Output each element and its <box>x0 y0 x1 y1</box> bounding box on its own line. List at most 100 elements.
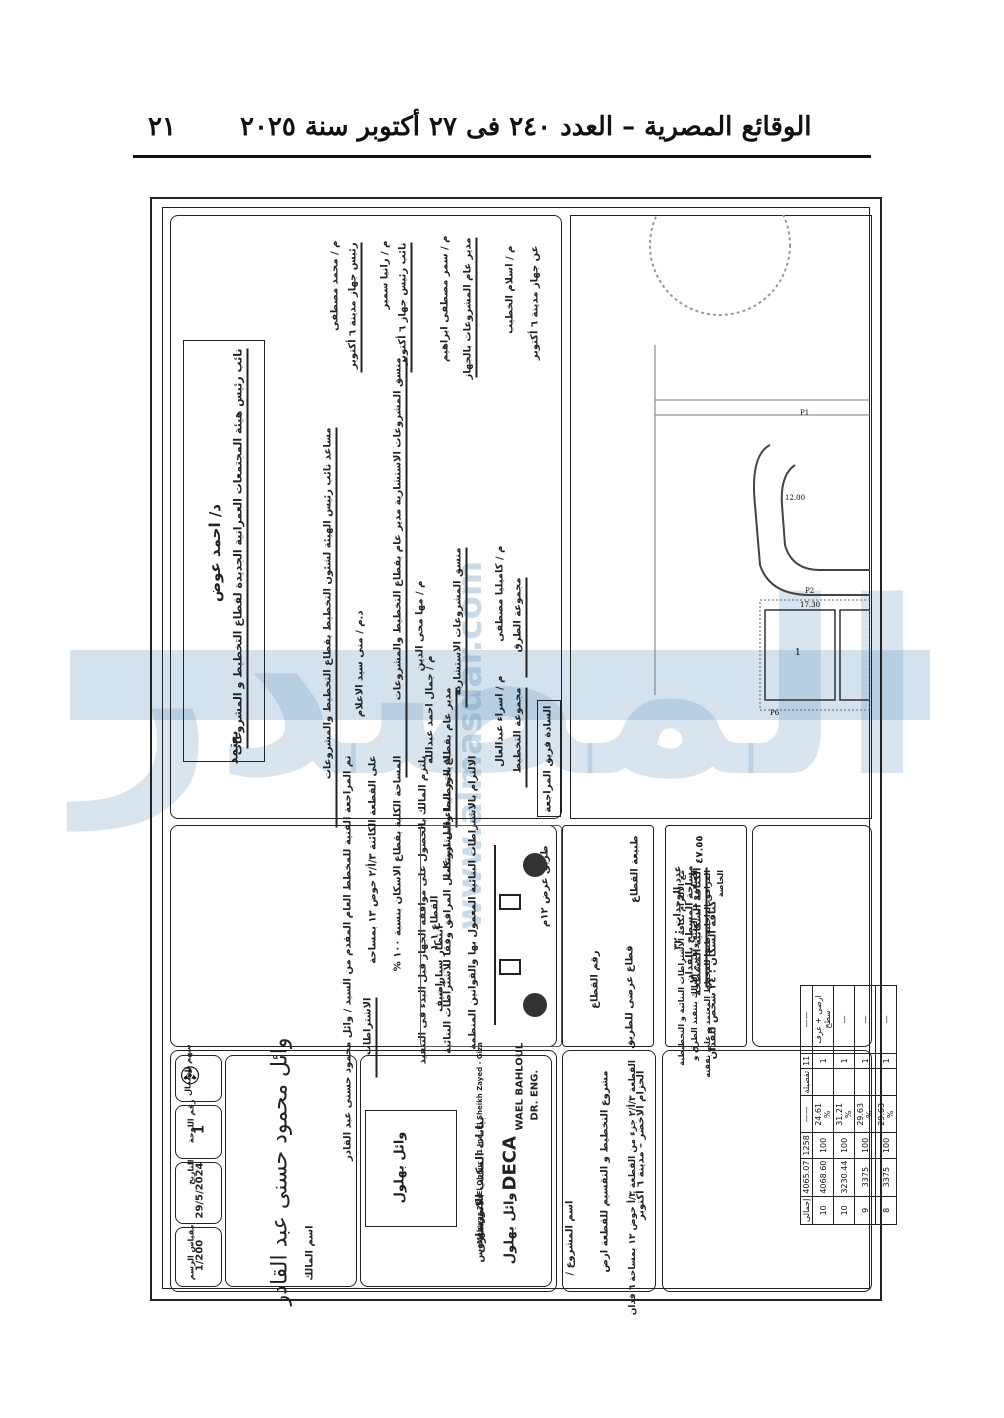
car-icon <box>499 959 521 975</box>
approval-box <box>183 340 265 762</box>
road-curve <box>780 464 870 571</box>
gm-projects-name: م / سمر مصطفى ابراهيم <box>439 235 451 362</box>
table-cell: 11 <box>800 1053 813 1069</box>
population-panel <box>665 825 747 1047</box>
table-cell <box>833 1068 855 1096</box>
page-number: ٢١ <box>148 112 176 142</box>
table-cell: 29.63 % <box>854 1095 876 1133</box>
table-cell: 10 <box>833 1196 855 1225</box>
consultant-brand-logo: DECA <box>499 1136 521 1191</box>
consultant-stamp <box>365 1110 457 1227</box>
table-cell: — <box>833 985 855 1054</box>
table-cell: 4068.60 <box>812 1158 834 1197</box>
scale-cell <box>175 1227 222 1287</box>
road-section-type: طبيعة القطاع <box>629 835 641 903</box>
table-cell: 24.61 % <box>812 1095 834 1133</box>
notes-panel <box>170 825 557 1047</box>
table-cell: 100 <box>875 1132 897 1159</box>
roads-name: م / كاميليا مصطفى <box>494 545 506 642</box>
watermark-logo: المصدر <box>70 560 940 820</box>
road-section-drawing <box>494 845 547 1025</box>
approval-name: د/ احمد عوض <box>206 504 224 603</box>
planning-name: م / اسراء عبدالعال <box>494 675 506 767</box>
parking-label: انتظار سيارات <box>434 925 446 997</box>
tree-icon <box>523 993 547 1017</box>
owner-cell <box>225 1055 357 1287</box>
plan-point: P1 <box>800 409 809 417</box>
consultant-stamp-name: وائل بهلول <box>392 1131 408 1204</box>
table-cell: 9 <box>854 1196 876 1225</box>
table-cell: 1258 <box>800 1132 813 1159</box>
road-section-title: قطاع عرضى للطريق <box>624 945 636 1049</box>
drawing-outer-frame <box>150 197 882 1301</box>
project-panel <box>562 1050 656 1292</box>
table-cell: 3230.44 <box>833 1158 855 1197</box>
project-label: اسم المشروع / <box>564 1200 576 1276</box>
gazette-header-title: الوقائع المصرية – العدد ٢٤٠ فى ٢٧ أكتوبر… <box>240 112 812 142</box>
city-authority-title: عن جهاز مدينة ٦ أكتوبر <box>529 245 541 361</box>
city-head-name: م / محمد مصطفى <box>329 240 341 331</box>
planning-title: مجموعة التخطيط <box>512 687 528 788</box>
assistant-name: د.م / منى سيد الاعلام <box>354 610 366 718</box>
general-notes-text: مع الالتزام بكافة الاشتراطات البنائية و … <box>677 870 725 1078</box>
consultant-title-en: DR. ENG. <box>529 1069 541 1121</box>
table-cell: —— <box>800 1095 813 1133</box>
watermark-text: المصدر <box>76 550 924 830</box>
table-cell: 31.21 % <box>833 1095 855 1133</box>
table-cell: 100 <box>833 1132 855 1159</box>
project-name: مشروع التخطيط و التقسيم للقطعة ارض <box>599 1070 611 1273</box>
table-cell: — <box>854 985 876 1054</box>
north-arrow-icon: ✇ <box>180 1062 201 1090</box>
table-cell: 1 <box>833 1053 855 1069</box>
table-cell: 1 <box>875 1053 897 1069</box>
deputy-head-name: م / رانيا سمير <box>379 240 391 310</box>
table-cell: 100 <box>812 1132 834 1159</box>
table-cell <box>854 1068 876 1096</box>
consultant-title: منسق المشروعات الاستشارية <box>452 547 468 708</box>
table-cell: 3375 <box>854 1158 876 1197</box>
consultant-office-title: بيانات المكتب الاستشارى <box>473 1116 487 1254</box>
table-cell: 29.63 % <box>875 1095 897 1133</box>
north-arrow-label: سهم الشمال <box>183 1044 193 1096</box>
table-cell: ارضى + غرف سطح <box>812 985 834 1054</box>
table-cell: 4065.07 <box>800 1158 813 1197</box>
owner-name: وائل محمود حسنى عبد القادر <box>267 1037 293 1306</box>
table-cell: 8 <box>875 1196 897 1225</box>
general-notes-panel <box>752 825 872 1047</box>
date-value: 29/5/2024 <box>194 1162 206 1219</box>
project-line-3: الحزام الاخضر – مدينة ٦ أكتوبر <box>635 1070 647 1221</box>
roads-title: مجموعة الطرق <box>512 577 528 678</box>
gm-projects-title: مدير عام المشروعات بالجهاز <box>462 237 478 380</box>
city-head-title: رئيس جهاز مدينة ٦ أكتوبر <box>347 242 363 373</box>
table-cell: — <box>875 985 897 1054</box>
consultant-cell <box>360 1055 552 1287</box>
site-plan-drawing: 1 P1 P2 P6 17.30 12.00 <box>649 215 870 717</box>
area-table-panel <box>662 1050 872 1292</box>
drawing-inner-frame <box>162 207 870 1289</box>
table-cell: 1 <box>854 1053 876 1069</box>
site-plan-panel <box>570 215 872 819</box>
assistant-title: مساعد نائب رئيس الهيئة لشئون التخطيط بقط… <box>322 427 338 828</box>
tree-icon <box>523 853 547 877</box>
review-team-box <box>537 700 561 817</box>
road-section-number: رقم القطاع <box>589 950 601 1009</box>
deputy-head-title: نائب رئيس جهاز ٦ أكتوبر <box>397 242 413 373</box>
date-cell <box>175 1162 222 1224</box>
table-cell: 10 <box>812 1196 834 1225</box>
road-section-drawing-panel <box>420 825 562 1047</box>
table-cell: —— <box>800 985 813 1054</box>
table-cell: 3375 <box>875 1158 897 1197</box>
plan-dim: 12.00 <box>785 494 805 502</box>
consultant-name-ar: وائل بهلول <box>502 1192 518 1265</box>
table-cell: إجمالى <box>800 1196 813 1225</box>
table-cell: تفصيلة <box>800 1068 813 1096</box>
plan-point: P6 <box>770 709 780 717</box>
scale-value: 1/200 <box>194 1239 206 1272</box>
header-rule <box>133 155 871 158</box>
table-cell <box>812 1068 834 1096</box>
